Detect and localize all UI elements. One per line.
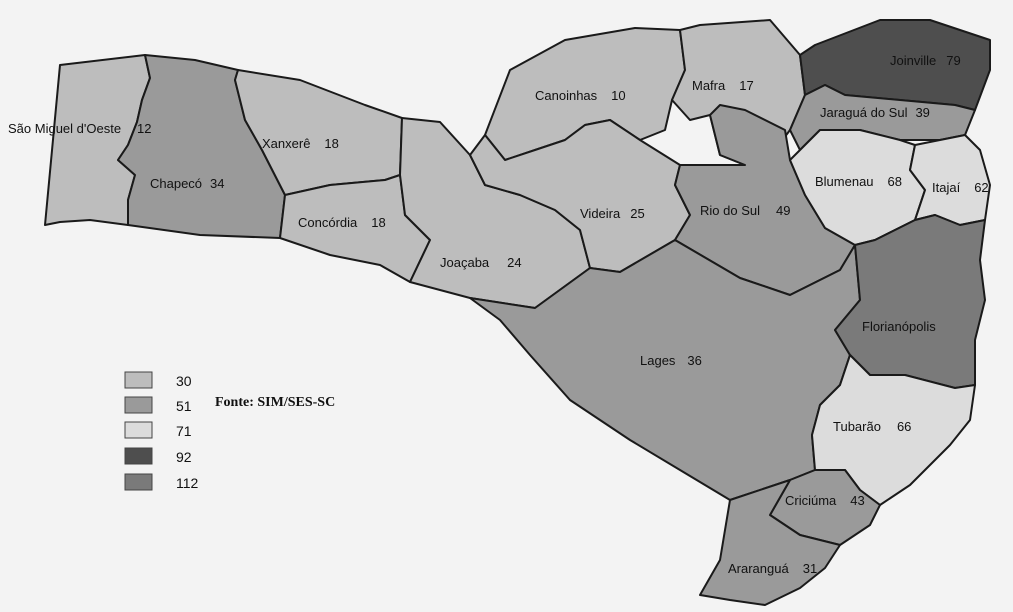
legend-label-4: 92 — [176, 449, 192, 465]
legend-swatch-5 — [124, 473, 153, 491]
legend-swatch-2 — [124, 396, 153, 414]
legend-swatch-4 — [124, 447, 153, 465]
legend-label-5: 112 — [176, 475, 199, 491]
legend-swatch-1 — [124, 371, 153, 389]
region-ararangua[interactable] — [699, 479, 841, 606]
label-florianopolis: Florianópolis — [862, 319, 936, 334]
legend-label-2: 51 — [176, 398, 192, 414]
regions-layer — [44, 19, 991, 606]
legend-swatch-3 — [124, 421, 153, 439]
legend: 30 51 71 92 112 — [124, 371, 199, 491]
region-florianopolis[interactable] — [834, 214, 986, 389]
source-note: Fonte: SIM/SES-SC — [215, 395, 335, 410]
legend-label-3: 71 — [176, 423, 192, 439]
legend-label-1: 30 — [176, 373, 192, 389]
